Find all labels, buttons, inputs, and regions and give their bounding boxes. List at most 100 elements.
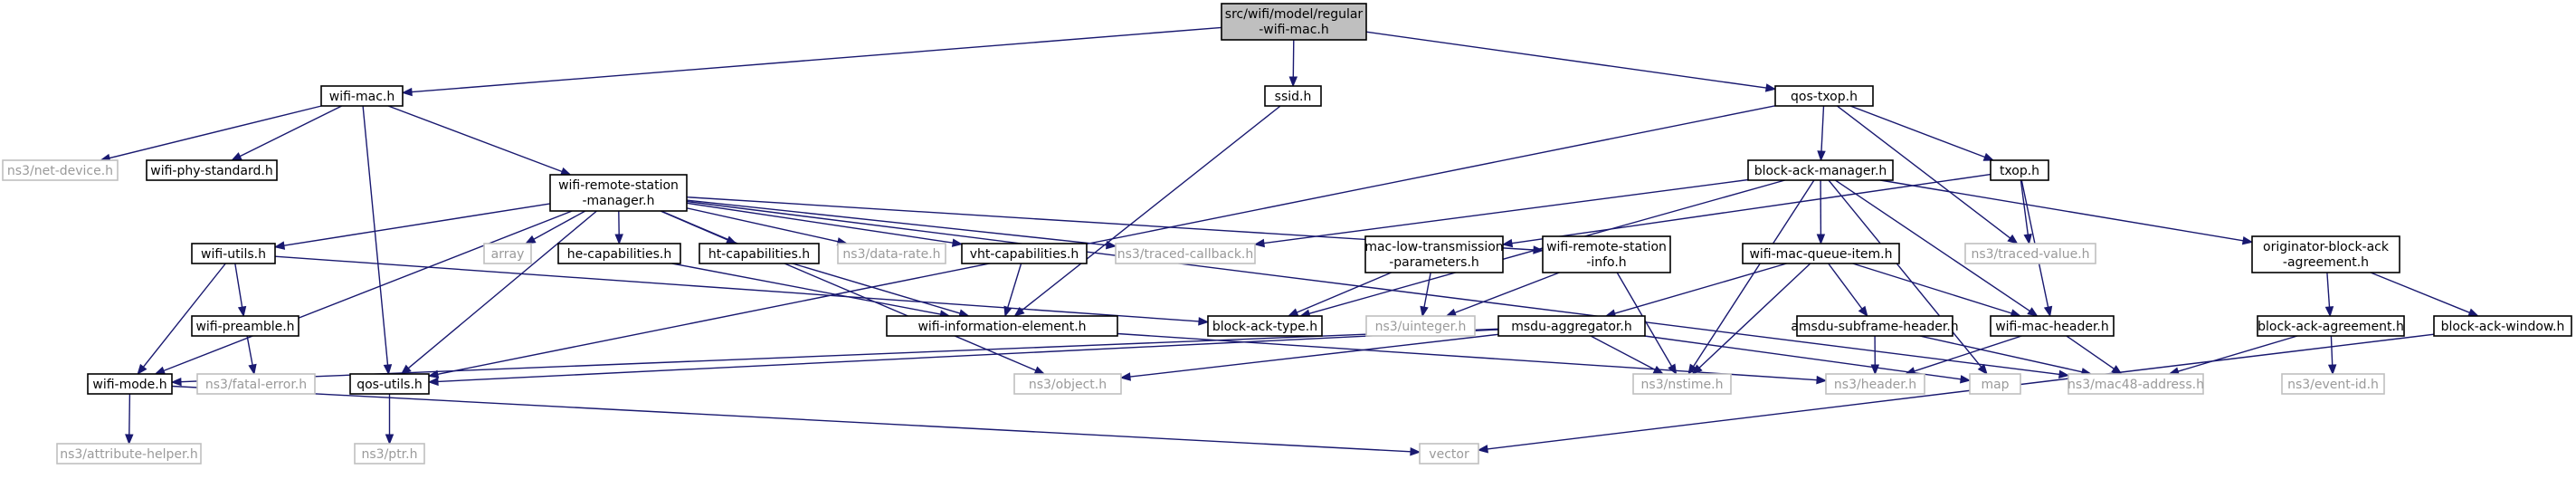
node-block-ack-window[interactable]: block-ack-window.h bbox=[2433, 315, 2572, 337]
node-label: block-ack-type.h bbox=[1212, 320, 1317, 334]
edge-block-ack-agreement-to-mac48-address bbox=[2168, 335, 2298, 376]
edge-wifi-mac-queue-item-to-nstime bbox=[1691, 263, 1811, 375]
node-label: wifi-phy-standard.h bbox=[150, 164, 272, 178]
node-fatal-error[interactable]: ns3/fatal-error.h bbox=[196, 373, 316, 395]
node-nstime[interactable]: ns3/nstime.h bbox=[1632, 373, 1732, 395]
edge-line bbox=[1365, 31, 1767, 89]
arrowhead bbox=[1982, 152, 1995, 161]
node-msdu-aggregator[interactable]: msdu-aggregator.h bbox=[1497, 315, 1646, 337]
arrowhead bbox=[1816, 375, 1828, 385]
edge-wifi-mac-queue-item-to-wifi-mac-header bbox=[1852, 263, 2022, 318]
node-label: ns3/net-device.h bbox=[7, 164, 113, 178]
node-wifi-phy-standard[interactable]: wifi-phy-standard.h bbox=[146, 159, 278, 181]
edge-line bbox=[686, 199, 1107, 246]
node-he-capabilities[interactable]: he-capabilities.h bbox=[557, 243, 681, 264]
node-amsdu-subframe-header[interactable]: amsdu-subframe-header.h bbox=[1791, 315, 1959, 337]
edge-line bbox=[686, 202, 954, 244]
node-label: array bbox=[491, 247, 525, 262]
node-ptr[interactable]: ns3/ptr.h bbox=[354, 443, 425, 465]
edge-line bbox=[1423, 272, 1431, 308]
node-label: map bbox=[1981, 378, 2009, 392]
arrowhead bbox=[1106, 240, 1117, 250]
node-array[interactable]: array bbox=[483, 243, 532, 264]
arrowhead bbox=[524, 235, 537, 244]
node-box bbox=[1497, 315, 1646, 337]
edge-qos-txop-to-block-ack-manager bbox=[1817, 105, 1826, 162]
edge-line bbox=[1590, 335, 1656, 371]
node-data-rate[interactable]: ns3/data-rate.h bbox=[837, 243, 946, 264]
arrowhead bbox=[231, 152, 242, 161]
node-vht-capabilities[interactable]: vht-capabilities.h bbox=[961, 243, 1088, 264]
edge-line bbox=[1852, 263, 2012, 314]
node-box bbox=[483, 243, 532, 264]
edge-root-to-wifi-mac bbox=[401, 26, 1222, 97]
node-originator-block-ack-agreement[interactable]: originator-block-ack-agreement.h bbox=[2251, 235, 2400, 273]
node-mac48-address[interactable]: ns3/mac48-address.h bbox=[2067, 373, 2204, 395]
edge-txop-to-mac-low-transmission-parameters bbox=[1501, 173, 1991, 248]
node-txop[interactable]: txop.h bbox=[1990, 159, 2049, 181]
arrowhead bbox=[385, 434, 394, 445]
node-wifi-mac-queue-item[interactable]: wifi-mac-queue-item.h bbox=[1742, 243, 1900, 264]
node-qos-txop[interactable]: qos-txop.h bbox=[1774, 85, 1874, 107]
node-box bbox=[1207, 315, 1323, 337]
node-attribute-helper[interactable]: ns3/attribute-helper.h bbox=[56, 443, 202, 465]
edge-line bbox=[239, 105, 343, 158]
node-traced-callback[interactable]: ns3/traced-callback.h bbox=[1115, 243, 1256, 264]
arrowhead bbox=[1817, 150, 1826, 162]
node-label: -parameters.h bbox=[1389, 255, 1479, 270]
node-box bbox=[2, 159, 119, 181]
node-header[interactable]: ns3/header.h bbox=[1825, 373, 1925, 395]
node-box bbox=[87, 373, 173, 395]
node-event-id[interactable]: ns3/event-id.h bbox=[2281, 373, 2385, 395]
node-uinteger[interactable]: ns3/uinteger.h bbox=[1365, 315, 1476, 337]
edge-line bbox=[1454, 272, 1560, 314]
edge-line bbox=[437, 105, 1776, 375]
arrowhead bbox=[2467, 308, 2480, 317]
node-qos-utils[interactable]: qos-utils.h bbox=[349, 373, 430, 395]
node-wifi-utils[interactable]: wifi-utils.h bbox=[191, 243, 276, 264]
node-wifi-preamble[interactable]: wifi-preamble.h bbox=[191, 315, 299, 337]
node-root[interactable]: src/wifi/model/regular-wifi-mac.h bbox=[1221, 3, 1367, 41]
node-wifi-mac[interactable]: wifi-mac.h bbox=[320, 85, 404, 107]
arrowhead bbox=[427, 369, 440, 378]
node-block-ack-agreement[interactable]: block-ack-agreement.h bbox=[2257, 315, 2405, 337]
edge-line bbox=[2370, 272, 2470, 313]
edge-line bbox=[1296, 272, 1392, 313]
edge-amsdu-subframe-header-to-header bbox=[1870, 335, 1880, 376]
edge-line bbox=[1487, 333, 2435, 450]
arrowhead bbox=[2327, 364, 2337, 376]
edge-msdu-aggregator-to-qos-utils bbox=[427, 329, 1499, 387]
edge-wifi-remote-station-manager-to-vht-capabilities bbox=[686, 202, 964, 247]
arrowhead bbox=[137, 363, 147, 376]
node-wifi-information-element[interactable]: wifi-information-element.h bbox=[886, 315, 1118, 337]
edge-vht-capabilities-to-wifi-information-element bbox=[1003, 263, 1022, 318]
node-ssid[interactable]: ssid.h bbox=[1264, 85, 1322, 107]
edge-originator-block-ack-agreement-to-block-ack-window bbox=[2370, 272, 2480, 317]
node-wifi-remote-station-manager[interactable]: wifi-remote-station-manager.h bbox=[549, 174, 688, 212]
node-map[interactable]: map bbox=[1969, 373, 2021, 395]
node-mac-low-transmission-parameters[interactable]: mac-low-transmission-parameters.h bbox=[1364, 235, 1504, 273]
edge-line bbox=[128, 393, 131, 436]
node-wifi-mode[interactable]: wifi-mode.h bbox=[87, 373, 173, 395]
node-block-ack-type[interactable]: block-ack-type.h bbox=[1207, 315, 1323, 337]
edge-root-to-qos-txop bbox=[1365, 31, 1777, 92]
node-wifi-mac-header[interactable]: wifi-mac-header.h bbox=[1990, 315, 2115, 337]
arrowhead bbox=[2241, 235, 2254, 245]
node-block-ack-manager[interactable]: block-ack-manager.h bbox=[1747, 159, 1894, 181]
node-label: ns3/uinteger.h bbox=[1375, 320, 1467, 334]
node-label: wifi-remote-station bbox=[558, 178, 679, 193]
arrowhead bbox=[1816, 234, 1826, 245]
node-label: wifi-utils.h bbox=[201, 247, 266, 262]
edge-line bbox=[234, 263, 243, 308]
node-net-device[interactable]: ns3/net-device.h bbox=[2, 159, 119, 181]
node-box bbox=[557, 243, 681, 264]
node-label: ns3/traced-callback.h bbox=[1117, 247, 1254, 262]
node-wifi-remote-station-info[interactable]: wifi-remote-station-info.h bbox=[1542, 235, 1671, 273]
node-label: wifi-information-element.h bbox=[917, 320, 1086, 334]
node-traced-value[interactable]: ns3/traced-value.h bbox=[1964, 243, 2096, 264]
node-label: block-ack-agreement.h bbox=[2258, 320, 2404, 334]
node-vector[interactable]: vector bbox=[1419, 443, 1479, 465]
arrowhead bbox=[1858, 305, 1868, 318]
node-ht-capabilities[interactable]: ht-capabilities.h bbox=[699, 243, 820, 264]
node-object[interactable]: ns3/object.h bbox=[1013, 373, 1122, 395]
